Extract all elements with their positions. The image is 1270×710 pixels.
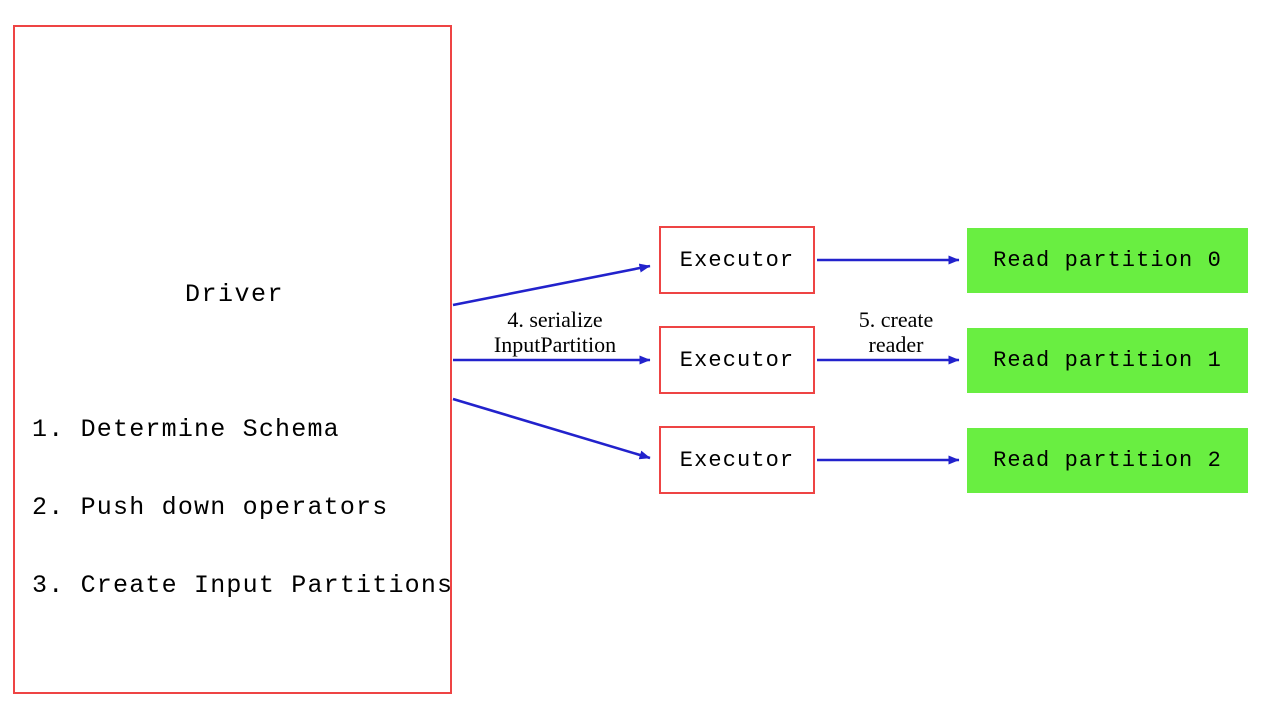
partition-box-0[interactable]: Read partition 0	[967, 228, 1248, 293]
arrow-driver-to-executor-2	[452, 397, 651, 460]
driver-step-1: 1. Determine Schema	[32, 415, 340, 444]
partition-box-2[interactable]: Read partition 2	[967, 428, 1248, 493]
driver-box[interactable]: Driver 1. Determine Schema 2. Push down …	[13, 25, 452, 694]
executor-label-2: Executor	[679, 447, 795, 473]
driver-steps-list: 1. Determine Schema 2. Push down operato…	[32, 365, 452, 651]
edge-label-create-reader-line-2: reader	[868, 332, 924, 357]
executor-label-1: Executor	[679, 347, 795, 373]
executor-box-2[interactable]: Executor	[659, 426, 815, 494]
edge-label-create-reader-line-1: 5. create	[858, 307, 934, 332]
arrow-driver-to-executor-0	[452, 263, 651, 307]
driver-title: Driver	[184, 280, 284, 309]
edge-label-serialize-line-2: InputPartition	[493, 332, 617, 357]
partition-label-2: Read partition 2	[993, 448, 1222, 473]
partition-label-1: Read partition 1	[993, 348, 1222, 373]
edge-label-create-reader: 5. create reader	[826, 307, 966, 357]
executor-box-1[interactable]: Executor	[659, 326, 815, 394]
edge-label-serialize-inputpartition: 4. serialize InputPartition	[460, 307, 650, 357]
executor-box-0[interactable]: Executor	[659, 226, 815, 294]
partition-box-1[interactable]: Read partition 1	[967, 328, 1248, 393]
driver-step-2: 2. Push down operators	[32, 493, 389, 522]
edge-label-serialize-line-1: 4. serialize	[507, 307, 603, 332]
partition-label-0: Read partition 0	[993, 248, 1222, 273]
driver-step-3: 3. Create Input Partitions	[32, 571, 454, 600]
executor-label-0: Executor	[679, 247, 795, 273]
